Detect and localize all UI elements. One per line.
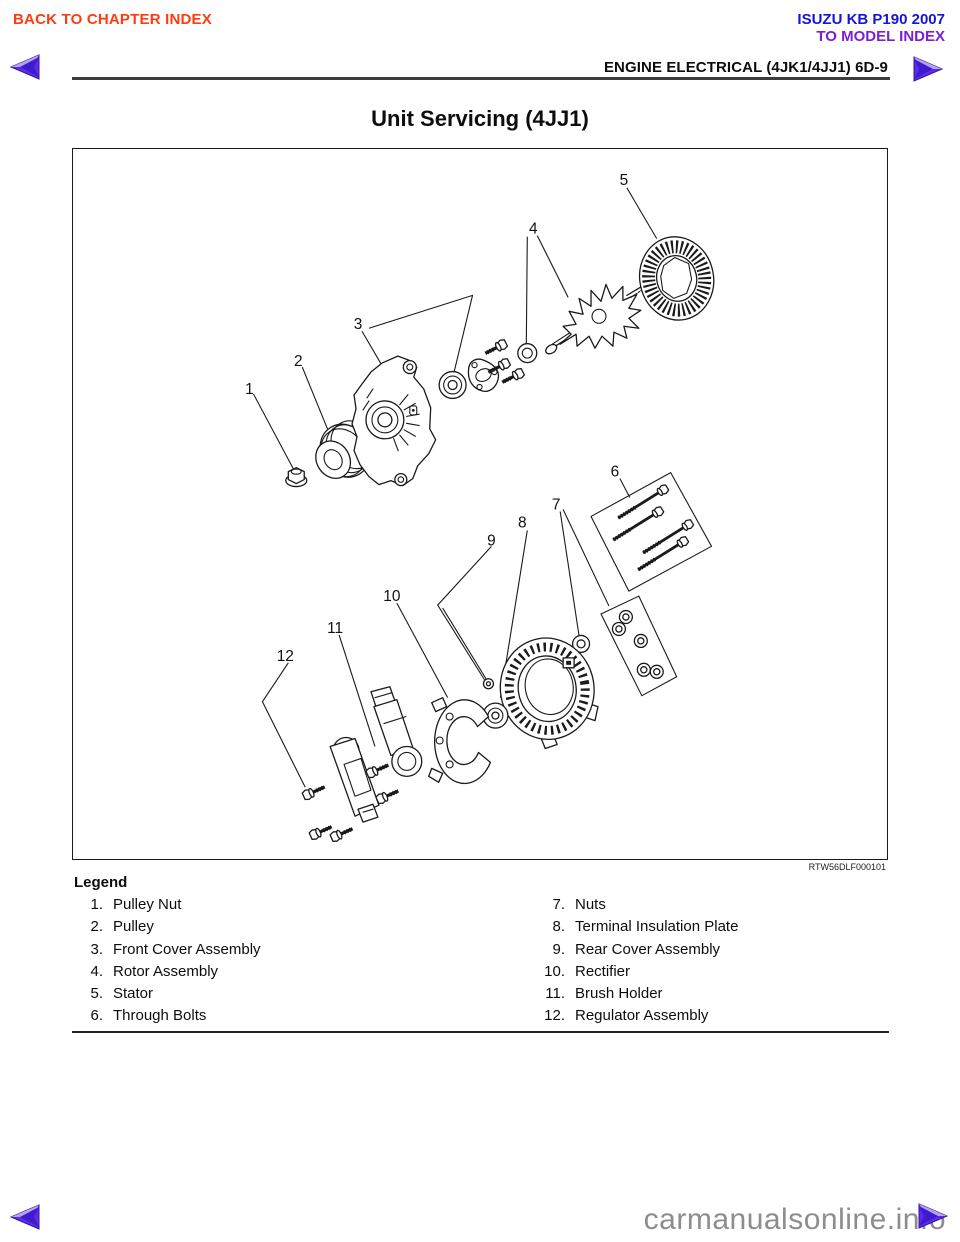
rear-bearing (482, 702, 509, 729)
brush-holder (370, 686, 423, 777)
legend-item: 3.Front Cover Assembly (90, 940, 261, 958)
figure-frame: 1 2 3 4 5 6 7 8 9 10 11 12 (72, 148, 888, 860)
callout-6: 6 (611, 464, 620, 481)
legend-item: 10.Rectifier (544, 962, 631, 980)
leader-lines (252, 187, 658, 788)
legend-item: 4.Rotor Assembly (90, 962, 219, 980)
legend-item: 12.Regulator Assembly (544, 1007, 709, 1025)
brand-title: ISUZU KB P190 2007 (797, 11, 945, 28)
rear-cover-assembly (499, 637, 599, 750)
page-title: Unit Servicing (4JJ1) (371, 106, 589, 131)
rectifier (428, 697, 492, 785)
bearing-retainer-plate (467, 358, 500, 392)
next-page-arrow-icon[interactable] (911, 54, 945, 84)
rear-washer (482, 678, 495, 690)
legend-heading: Legend (74, 874, 128, 891)
legend-item: 9.Rear Cover Assembly (552, 940, 721, 958)
legend-item: 1.Pulley Nut (90, 896, 182, 913)
callout-12: 12 (277, 648, 294, 665)
prev-page-arrow-icon-bottom[interactable] (8, 1202, 42, 1232)
front-bearing (438, 370, 467, 400)
callout-4: 4 (529, 221, 538, 238)
regulator-assembly (329, 736, 380, 823)
legend-item: 7.Nuts (552, 896, 606, 913)
legend-item: 6.Through Bolts (90, 1007, 207, 1025)
callout-11: 11 (327, 620, 343, 637)
callout-8: 8 (518, 514, 527, 531)
legend-column-right: 7.Nuts 8.Terminal Insulation Plate 9.Rea… (505, 896, 738, 1030)
legend-item: 11.Brush Holder (545, 985, 663, 1003)
pulley-nut (285, 467, 308, 488)
watermark-link[interactable]: carmanualsonline.info (643, 1203, 946, 1236)
to-model-index-link[interactable]: TO MODEL INDEX (816, 28, 945, 45)
legend: Legend 1.Pulley Nut 2.Pulley 3.Front Cov… (72, 872, 888, 1024)
header-rule (72, 77, 890, 80)
legend-item: 8.Terminal Insulation Plate (552, 918, 739, 936)
legend-item: 5.Stator (90, 985, 154, 1003)
rotor-assembly (545, 282, 647, 355)
section-header: ENGINE ELECTRICAL (4JK1/4JJ1) 6D-9 (603, 59, 888, 76)
callout-7: 7 (552, 496, 561, 513)
callout-1: 1 (245, 381, 254, 398)
callout-2: 2 (294, 353, 303, 370)
callout-3: 3 (354, 316, 363, 333)
spacer-collar (517, 343, 538, 364)
legend-column-left: 1.Pulley Nut 2.Pulley 3.Front Cover Asse… (72, 896, 261, 1030)
legend-item: 2.Pulley (90, 918, 154, 936)
through-bolts (590, 472, 713, 592)
callout-9: 9 (487, 532, 496, 549)
front-cover-assembly (351, 355, 437, 487)
back-to-chapter-link[interactable]: BACK TO CHAPTER INDEX (13, 11, 212, 28)
callout-10: 10 (383, 588, 400, 605)
nuts-group (600, 595, 678, 697)
callouts: 1 2 3 4 5 6 7 8 9 10 11 12 (245, 172, 628, 665)
callout-5: 5 (620, 172, 629, 189)
stator (638, 236, 715, 321)
next-page-arrow-icon-bottom[interactable] (916, 1201, 950, 1231)
prev-page-arrow-icon[interactable] (8, 52, 42, 82)
alternator-exploded-diagram: 1 2 3 4 5 6 7 8 9 10 11 12 (245, 172, 715, 858)
figure-reference-code: RTW56DLF000101 (808, 862, 886, 872)
legend-bottom-rule (72, 1031, 889, 1033)
terminal-nut (571, 634, 591, 654)
